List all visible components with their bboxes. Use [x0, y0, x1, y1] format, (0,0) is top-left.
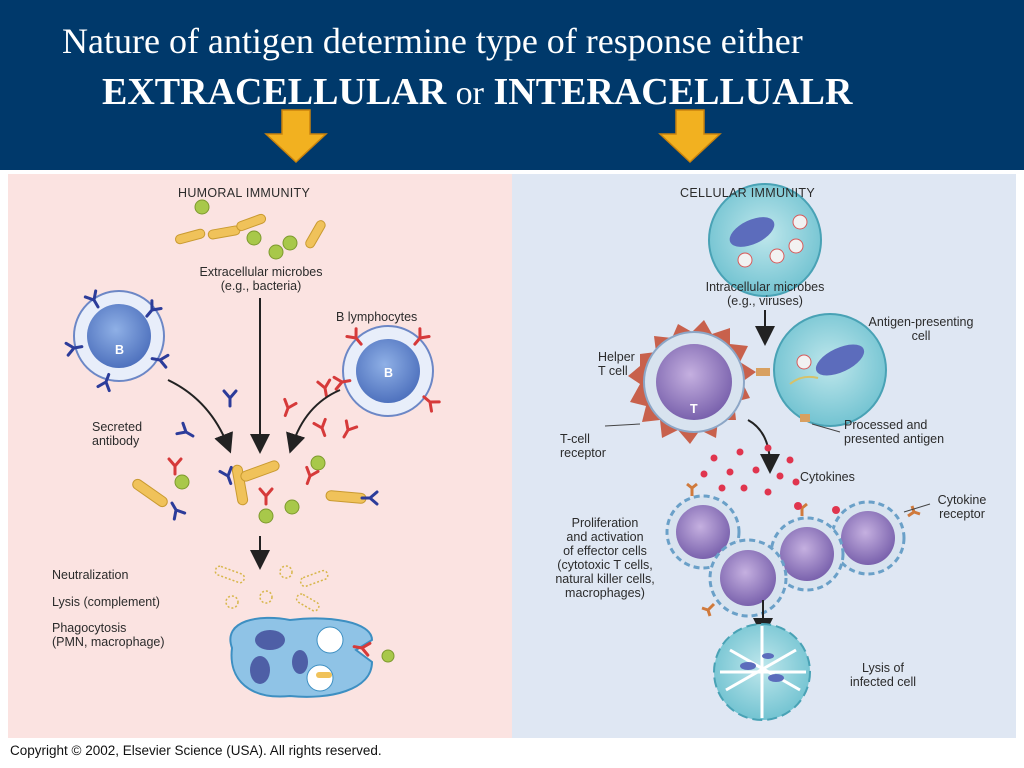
humoral-header: HUMORAL IMMUNITY [178, 186, 311, 200]
label-cytokines: Cytokines [800, 470, 855, 484]
immunity-diagram [8, 174, 1016, 738]
lysed-infected-cell [713, 623, 811, 721]
title-intracellular: INTERACELLUALR [493, 71, 853, 113]
effector-cells [665, 482, 921, 618]
b-cell-right [332, 325, 441, 417]
label-b-lymphocytes: B lymphocytes [336, 310, 418, 324]
label-phagocytosis: Phagocytosis (PMN, macrophage) [52, 621, 165, 649]
b-cell-letter-left: B [115, 343, 125, 357]
label-secreted-antibody: Secreted antibody [92, 420, 143, 448]
cytokines-dots [700, 444, 800, 496]
slide-title-line2: EXTRACELLULAR or INTERACELLUALR [102, 70, 852, 114]
b-cell-left [64, 289, 170, 393]
label-lysis-infected-cell: Lysis of infected cell [849, 661, 916, 689]
label-antigen-presenting-cell: Antigen-presenting cell [868, 315, 974, 343]
opsonized-bacteria [132, 455, 379, 524]
arrow-bcell-left [167, 379, 233, 454]
arrow-to-cytokines [747, 419, 780, 474]
phagocyte [229, 616, 395, 698]
infected-cell [708, 183, 822, 297]
label-proliferation: Proliferation and activation of effector… [555, 516, 655, 600]
copyright-notice: Copyright © 2002, Elsevier Science (USA)… [10, 743, 382, 758]
label-helper-t-cell: Helper T cell [598, 350, 635, 378]
title-or: or [455, 75, 484, 112]
helper-t-cell [628, 320, 770, 444]
antigen-presenting-cell-shape [773, 313, 887, 427]
slide-title-line1: Nature of antigen determine type of resp… [62, 21, 803, 61]
label-neutralization: Neutralization [52, 568, 129, 582]
down-arrow-icon-right [658, 109, 722, 164]
t-cell-letter: T [690, 402, 698, 416]
title-banner: Nature of antigen determine type of resp… [0, 0, 1024, 170]
down-arrow-icon-left [264, 109, 328, 164]
arrow-bcell-right [286, 389, 341, 454]
destroyed-bacteria [214, 565, 329, 612]
leader-tcell-receptor [604, 423, 641, 427]
immunity-figure: HUMORAL IMMUNITY Extracellular microbes … [0, 170, 1024, 768]
title-extracellular: EXTRACELLULAR [102, 71, 447, 113]
label-intracellular-microbes: Intracellular microbes (e.g., viruses) [705, 280, 825, 308]
b-cell-letter-right: B [384, 366, 394, 380]
label-cytokine-receptor: Cytokine receptor [937, 493, 987, 521]
leader-cytokine-receptor [903, 503, 931, 513]
label-lysis-complement: Lysis (complement) [52, 595, 160, 609]
extracellular-bacteria [174, 199, 326, 260]
label-t-cell-receptor: T-cell receptor [560, 432, 606, 460]
label-extracellular-microbes: Extracellular microbes (e.g., bacteria) [199, 265, 323, 293]
leader-processed-antigen [811, 423, 841, 433]
label-processed-antigen: Processed and presented antigen [844, 418, 945, 446]
cellular-header: CELLULAR IMMUNITY [680, 186, 815, 200]
